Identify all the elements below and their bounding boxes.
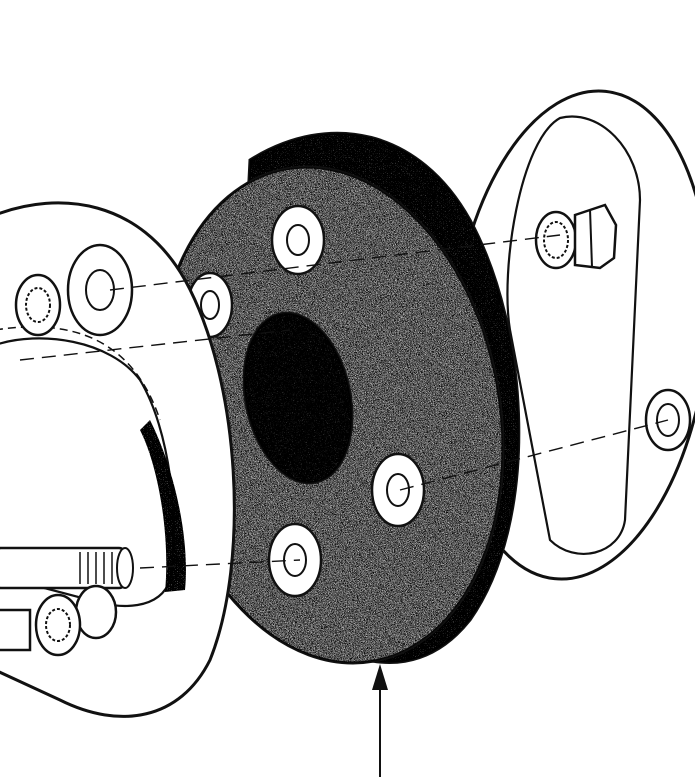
bolt-with-washer: [0, 546, 134, 657]
bolt-hole: [370, 452, 426, 528]
rubber-coupling-disc: [155, 131, 521, 665]
assembly-axis-lines: [19, 234, 669, 569]
nut-icon: [534, 203, 618, 270]
bolt-hole: [270, 204, 326, 276]
nut-icon: [14, 243, 134, 337]
left-flange: [0, 201, 236, 718]
arrow-up-icon: [372, 664, 388, 777]
